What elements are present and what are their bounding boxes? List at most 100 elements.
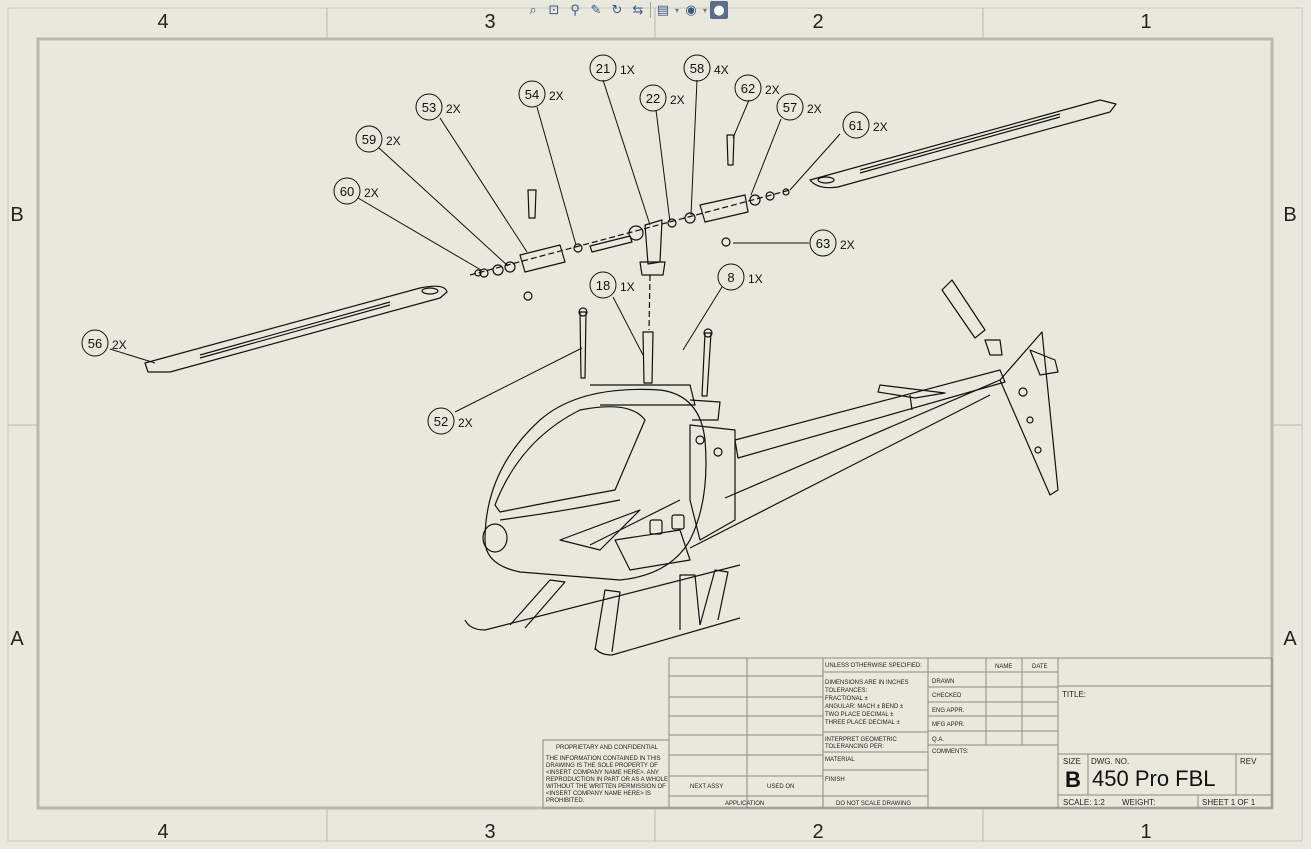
- material-label: MATERIAL: [825, 757, 855, 763]
- date-header: DATE: [1032, 664, 1048, 670]
- proprietary-line-3: <INSERT COMPANY NAME HERE>. ANY: [546, 770, 659, 776]
- proprietary-title: PROPRIETARY AND CONFIDENTIAL: [556, 745, 659, 751]
- mfg-appr-label: MFG APPR.: [932, 722, 965, 728]
- view-toolbar: ⌕ ⊡ ⚲ ✎ ↻ ⇆ ▤ ▾ ◉ ▾ ●: [524, 0, 729, 20]
- proprietary-line-2: DRAWING IS THE SOLE PROPERTY OF: [546, 763, 658, 769]
- balloon-63-number: 63: [816, 236, 830, 251]
- balloon-53-qty: 2X: [446, 102, 461, 116]
- zone-row-a-right: A: [1283, 628, 1297, 650]
- balloon-56-number: 56: [88, 336, 102, 351]
- dims-line-3: FRACTIONAL ±: [825, 696, 868, 702]
- main-shaft-and-links: [578, 307, 713, 397]
- balloon-62-number: 62: [741, 81, 755, 96]
- helicopter-canopy: [482, 384, 721, 581]
- balloon-58-qty: 4X: [714, 63, 729, 77]
- zoom-in-out-icon[interactable]: ⚲: [570, 2, 580, 18]
- balloon-56[interactable]: 56 2X: [81, 329, 127, 357]
- used-on-label: USED ON: [767, 784, 794, 790]
- zone-col-3-bottom: 3: [484, 821, 495, 843]
- balloon-60-number: 60: [340, 184, 354, 199]
- zoom-area-icon[interactable]: ⊡: [548, 2, 560, 18]
- zoom-to-fit-icon[interactable]: ⌕: [529, 2, 537, 18]
- balloon-leaders: [109, 79, 841, 413]
- balloon-56-qty: 2X: [112, 338, 127, 352]
- dwg-no-label: DWG. NO.: [1091, 757, 1129, 766]
- balloon-60[interactable]: 60 2X: [333, 177, 379, 205]
- rotor-blade-right: [809, 99, 1117, 189]
- balloon-61-number: 61: [849, 118, 863, 133]
- eng-appr-label: ENG APPR.: [932, 708, 965, 714]
- chevron-down-icon[interactable]: ▾: [675, 5, 680, 15]
- dims-line-5: TWO PLACE DECIMAL ±: [825, 712, 894, 718]
- zone-row-b-left: B: [10, 204, 23, 226]
- next-assy-label: NEXT ASSY: [690, 784, 723, 790]
- zone-col-2-top: 2: [812, 11, 823, 33]
- sheet-label: SHEET 1 OF 1: [1202, 798, 1256, 807]
- zone-col-1-top: 1: [1140, 11, 1151, 33]
- rotate-icon[interactable]: ↻: [611, 2, 623, 18]
- balloon-52-qty: 2X: [458, 416, 473, 430]
- balloon-59-number: 59: [362, 132, 376, 147]
- application-label: APPLICATION: [725, 801, 764, 807]
- interpret-line-1: INTERPRET GEOMETRIC: [825, 737, 898, 743]
- zone-col-4-top: 4: [157, 11, 168, 33]
- finish-label: FINISH: [825, 777, 845, 783]
- balloon-18[interactable]: 18 1X: [589, 271, 635, 299]
- proprietary-line-6: <INSERT COMPANY NAME HERE> IS: [546, 791, 651, 797]
- previous-view-icon[interactable]: ⇆: [632, 2, 644, 18]
- zone-col-3-top: 3: [484, 11, 495, 33]
- outer-border: [7, 7, 1303, 842]
- title-label: TITLE:: [1062, 690, 1086, 699]
- balloon-22-number: 22: [646, 91, 660, 106]
- balloon-18-number: 18: [596, 278, 610, 293]
- zone-col-4-bottom: 4: [157, 821, 168, 843]
- weight-label: WEIGHT:: [1122, 798, 1155, 807]
- balloon-54[interactable]: 54 2X: [518, 80, 564, 108]
- view-settings-icon[interactable]: ◉: [685, 2, 697, 18]
- unless-specified-label: UNLESS OTHERWISE SPECIFIED:: [825, 663, 922, 669]
- rotor-head-parts: [469, 134, 791, 331]
- zone-row-a-left: A: [10, 628, 24, 650]
- name-header: NAME: [995, 664, 1012, 670]
- tail-fin: [999, 331, 1059, 496]
- scale-label: SCALE: 1:2: [1063, 798, 1105, 807]
- balloon-53[interactable]: 53 2X: [415, 93, 461, 121]
- rev-label: REV: [1240, 757, 1257, 766]
- balloon-18-qty: 1X: [620, 280, 635, 294]
- helicopter-assembly-view[interactable]: [144, 99, 1117, 656]
- balloon-8-number: 8: [727, 270, 734, 285]
- drawing-frame: [36, 37, 1274, 810]
- balloon-60-qty: 2X: [364, 186, 379, 200]
- chevron-down-icon[interactable]: ▾: [703, 5, 708, 15]
- toolbar-separator: [650, 2, 651, 18]
- balloon-21-qty: 1X: [620, 63, 635, 77]
- balloon-57[interactable]: 57 2X: [776, 93, 822, 121]
- drawn-label: DRAWN: [932, 679, 954, 685]
- pan-icon[interactable]: ✎: [590, 2, 602, 18]
- balloon-54-qty: 2X: [549, 89, 564, 103]
- zone-col-2-bottom: 2: [812, 821, 823, 843]
- size-label: SIZE: [1063, 757, 1081, 766]
- dims-line-6: THREE PLACE DECIMAL ±: [825, 720, 900, 726]
- dwg-no-value[interactable]: 450 Pro FBL: [1092, 766, 1216, 791]
- appearance-icon[interactable]: ●: [710, 1, 729, 19]
- tail-rotor-blade: [941, 279, 1003, 356]
- size-value: B: [1065, 767, 1081, 792]
- proprietary-line-4: REPRODUCTION IN PART OR AS A WHOLE: [546, 777, 668, 783]
- balloon-54-number: 54: [525, 87, 539, 102]
- frame-mechanics: [614, 424, 736, 571]
- balloon-57-number: 57: [783, 100, 797, 115]
- balloon-53-number: 53: [422, 100, 436, 115]
- balloon-57-qty: 2X: [807, 102, 822, 116]
- display-style-icon[interactable]: ▤: [656, 2, 670, 18]
- dims-line-2: TOLERANCES:: [825, 688, 868, 694]
